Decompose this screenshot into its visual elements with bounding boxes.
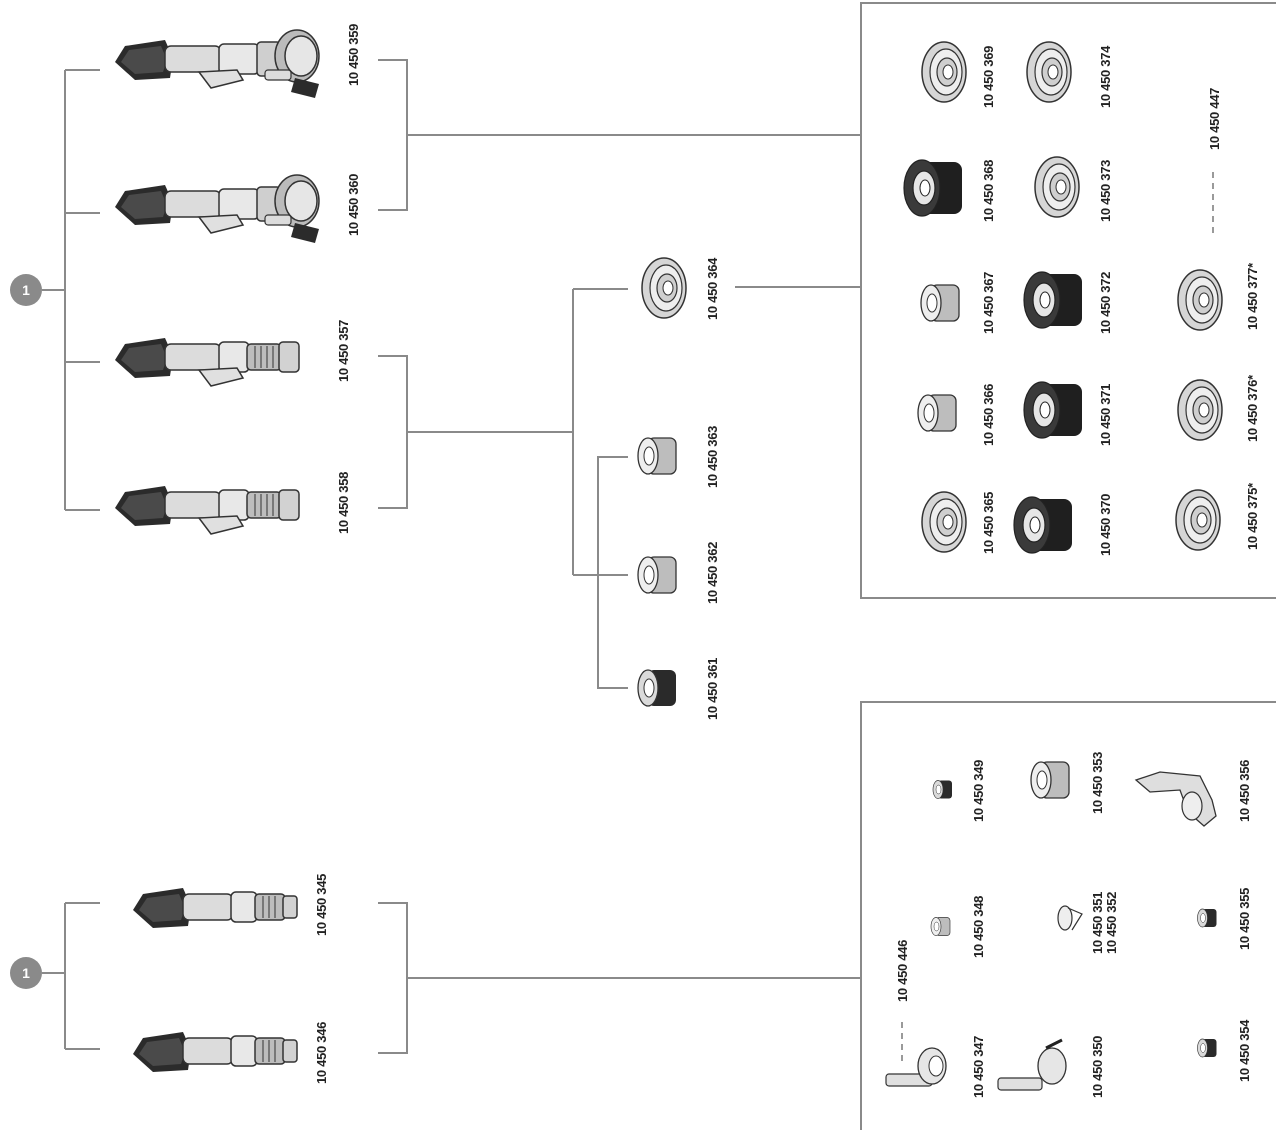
part-illustration-370 bbox=[1013, 496, 1073, 554]
adapter-code-363: 10 450 363 bbox=[705, 426, 720, 488]
part-illustration-347 bbox=[885, 1047, 947, 1087]
part-illustration-371 bbox=[1023, 381, 1083, 439]
part-code-353: 10 450 353 bbox=[1090, 752, 1105, 814]
part-illustration-365 bbox=[921, 491, 967, 553]
adapter-illustration-364 bbox=[641, 257, 687, 319]
part-code-372: 10 450 372 bbox=[1098, 272, 1113, 334]
badge-upper-label: 1 bbox=[22, 282, 30, 298]
scope-code-358: 10 450 358 bbox=[336, 472, 351, 534]
part-illustration-367 bbox=[920, 284, 960, 322]
part-code-375: 10 450 375* bbox=[1245, 482, 1260, 550]
part-code-369: 10 450 369 bbox=[981, 46, 996, 108]
adapter-code-364: 10 450 364 bbox=[705, 257, 720, 320]
part-code-347: 10 450 347 bbox=[971, 1036, 986, 1098]
part-code-365: 10 450 365 bbox=[981, 492, 996, 554]
part-code-447: 10 450 447 bbox=[1207, 88, 1222, 150]
part-code-377: 10 450 377* bbox=[1245, 262, 1260, 330]
part-code-374: 10 450 374 bbox=[1098, 45, 1113, 108]
part-code-446: 10 450 446 bbox=[895, 940, 910, 1002]
scope-code-360: 10 450 360 bbox=[346, 174, 361, 236]
part-code-352: 10 450 352 bbox=[1104, 892, 1119, 954]
badge-lower: 1 bbox=[10, 957, 42, 989]
part-code-350: 10 450 350 bbox=[1090, 1036, 1105, 1098]
part-code-355: 10 450 355 bbox=[1237, 888, 1252, 950]
part-code-356: 10 450 356 bbox=[1237, 760, 1252, 822]
adapter-illustration-361 bbox=[637, 669, 677, 707]
scope-illustration-357 bbox=[114, 337, 300, 387]
adapter-illustration-363 bbox=[637, 437, 677, 475]
part-code-376: 10 450 376* bbox=[1245, 374, 1260, 442]
part-code-351: 10 450 351 bbox=[1090, 892, 1105, 954]
part-code-368: 10 450 368 bbox=[981, 160, 996, 222]
badge-upper: 1 bbox=[10, 274, 42, 306]
part-illustration-356 bbox=[1134, 771, 1217, 827]
adapter-code-362: 10 450 362 bbox=[705, 542, 720, 604]
part-illustration-351-352 bbox=[1057, 905, 1083, 931]
part-code-366: 10 450 366 bbox=[981, 384, 996, 446]
scope-illustration-346 bbox=[132, 1031, 298, 1073]
badge-lower-label: 1 bbox=[22, 965, 30, 981]
part-illustration-348 bbox=[930, 917, 951, 936]
part-illustration-350 bbox=[997, 1038, 1067, 1091]
part-illustration-353 bbox=[1030, 761, 1070, 799]
scope-illustration-358 bbox=[114, 485, 300, 535]
part-illustration-377 bbox=[1177, 269, 1223, 331]
part-illustration-375 bbox=[1175, 489, 1221, 551]
part-illustration-355 bbox=[1197, 908, 1217, 928]
part-illustration-373 bbox=[1034, 156, 1080, 218]
part-code-349: 10 450 349 bbox=[971, 760, 986, 822]
scope-code-345: 10 450 345 bbox=[314, 874, 329, 936]
part-illustration-374 bbox=[1026, 41, 1072, 103]
part-code-371: 10 450 371 bbox=[1098, 384, 1113, 446]
scope-illustration-359 bbox=[114, 29, 320, 99]
scope-code-359: 10 450 359 bbox=[346, 24, 361, 86]
scope-code-346: 10 450 346 bbox=[314, 1022, 329, 1084]
lower-accessory-box bbox=[860, 701, 1276, 1130]
part-illustration-349 bbox=[932, 780, 953, 799]
part-illustration-369 bbox=[921, 41, 967, 103]
connector-lines bbox=[42, 59, 1214, 1066]
scope-illustration-360 bbox=[114, 174, 320, 244]
scope-illustration-345 bbox=[132, 887, 298, 929]
part-illustration-368 bbox=[903, 159, 963, 217]
part-code-348: 10 450 348 bbox=[971, 896, 986, 958]
part-code-373: 10 450 373 bbox=[1098, 160, 1113, 222]
part-illustration-376 bbox=[1177, 379, 1223, 441]
part-illustration-366 bbox=[917, 394, 957, 432]
adapter-code-361: 10 450 361 bbox=[705, 658, 720, 720]
part-code-367: 10 450 367 bbox=[981, 272, 996, 334]
part-code-354: 10 450 354 bbox=[1237, 1019, 1252, 1082]
part-illustration-372 bbox=[1023, 271, 1083, 329]
part-illustration-354 bbox=[1197, 1038, 1217, 1058]
adapter-illustration-362 bbox=[637, 556, 677, 594]
scope-code-357: 10 450 357 bbox=[336, 320, 351, 382]
part-code-370: 10 450 370 bbox=[1098, 494, 1113, 556]
upper-accessory-box bbox=[860, 2, 1276, 599]
